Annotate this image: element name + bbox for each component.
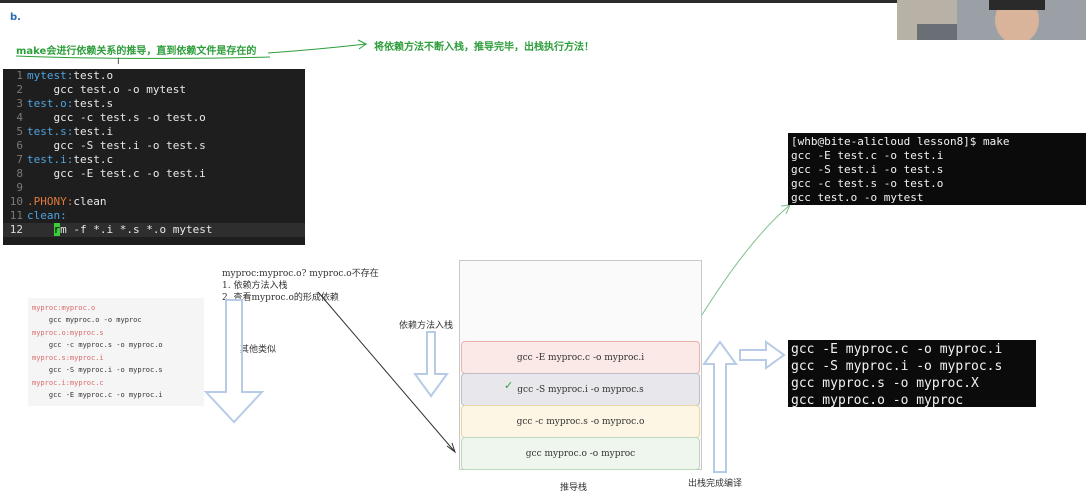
code-line[interactable]: 9 xyxy=(3,181,305,195)
webcam-overlay xyxy=(897,0,1086,40)
terminal-line: gcc myproc.o -o myproc xyxy=(791,393,964,408)
derivation-stack: gcc -E myproc.c -o myproc.i gcc -S mypro… xyxy=(459,260,702,470)
annotation-headline-right: 将依赖方法不断入栈，推导完毕，出栈执行方法！ xyxy=(374,42,594,53)
line-number: 8 xyxy=(16,167,23,180)
code-token: test.i xyxy=(73,125,114,138)
code-line[interactable]: 2 gcc test.o -o mytest xyxy=(3,83,305,97)
line-number: 1 xyxy=(16,69,23,82)
annotation-headline-left: make会进行依赖关系的推导，直到依赖文件是存在的 xyxy=(16,46,257,57)
line-number: 3 xyxy=(16,97,23,110)
terminal-line: [whb@bite-alicloud lesson8]$ make xyxy=(791,135,1010,148)
stack-slot: gcc -c myproc.s -o myproc.o xyxy=(461,405,700,438)
terminal-line: gcc -c test.s -o test.o xyxy=(791,177,944,190)
code-line[interactable]: 4 gcc -c test.s -o test.o xyxy=(3,111,305,125)
stack-slot: gcc -E myproc.c -o myproc.i xyxy=(461,341,700,374)
stack-slot: gcc -S myproc.i -o myproc.s xyxy=(461,373,700,406)
code-token: r xyxy=(53,223,61,236)
terminal-line: gcc myproc.s -o myproc.X xyxy=(791,376,979,391)
sketch-line: gcc -E myproc.c -o myproc.i xyxy=(32,391,163,399)
code-token: gcc -E test.c -o test.i xyxy=(27,167,206,180)
note-missing-file: myproc:myproc.o? myproc.o不存在 xyxy=(222,269,379,279)
terminal-make-output: [whb@bite-alicloud lesson8]$ make gcc -E… xyxy=(788,133,1086,205)
line-number: 2 xyxy=(16,83,23,96)
up-arrow-icon xyxy=(702,340,738,473)
check-icon: ✓ xyxy=(504,379,514,392)
code-line[interactable]: 6 gcc -S test.i -o test.s xyxy=(3,139,305,153)
sketch-line: myproc.o:myproc.s xyxy=(32,329,104,337)
line-number: 9 xyxy=(16,181,23,194)
code-token: m -f *.i *.s *.o mytest xyxy=(60,223,213,236)
code-token xyxy=(27,223,54,236)
code-token: clean: xyxy=(27,209,67,222)
code-token: gcc test.o -o mytest xyxy=(27,83,186,96)
sketch-line: myproc.s:myproc.i xyxy=(32,354,104,362)
terminal-line: gcc test.o -o mytest xyxy=(791,191,924,204)
terminal-line: gcc -S myproc.i -o myproc.s xyxy=(791,359,1003,374)
sketch-line: myproc:myproc.o xyxy=(32,304,96,312)
line-number: 12 xyxy=(9,223,23,236)
code-token: test.o xyxy=(73,69,114,82)
note-other-similar: 其他类似 xyxy=(240,345,277,355)
code-line[interactable]: 3 test.o:test.s xyxy=(3,97,305,111)
code-token: test.i: xyxy=(27,153,74,166)
terminal-line: gcc -S test.i -o test.s xyxy=(791,163,944,176)
line-number: 4 xyxy=(16,111,23,124)
stack-label: 推导栈 xyxy=(560,483,588,493)
note-step-2: 2. 查看myproc.o的形成依赖 xyxy=(222,293,339,303)
sketch-line: gcc -c myproc.s -o myproc.o xyxy=(32,341,163,349)
code-line[interactable]: 1 mytest:test.o xyxy=(3,69,305,83)
terminal-line: gcc -E myproc.c -o myproc.i xyxy=(791,342,1003,357)
text-cursor-glyph: I xyxy=(117,57,120,67)
code-token: gcc -c test.s -o test.o xyxy=(27,111,206,124)
code-line[interactable]: 11 clean: xyxy=(3,209,305,223)
line-number: 7 xyxy=(16,153,23,166)
sketch-line: gcc -S myproc.i -o myproc.s xyxy=(32,366,163,374)
code-line[interactable]: 5 test.s:test.i xyxy=(3,125,305,139)
line-number: 10 xyxy=(9,195,23,208)
code-token: test.s xyxy=(73,97,114,110)
stack-slot: gcc myproc.o -o myproc xyxy=(461,437,700,470)
code-token: .PHONY: xyxy=(27,195,74,208)
right-arrow-icon xyxy=(739,340,786,370)
code-line[interactable]: 10 .PHONY:clean xyxy=(3,195,305,209)
sketch-line: gcc myproc.o -o myproc xyxy=(32,316,142,324)
code-line[interactable]: 12 rm -f *.i *.s *.o mytest xyxy=(3,223,305,237)
code-line[interactable]: 7 test.i:test.c xyxy=(3,153,305,167)
sketch-makefile-panel: myproc:myproc.o gcc myproc.o -o myproc m… xyxy=(28,298,204,406)
line-number: 11 xyxy=(9,209,23,222)
code-token: test.s: xyxy=(27,125,74,138)
down-arrow-icon xyxy=(413,331,449,398)
sketch-line: myproc.i:myproc.c xyxy=(32,379,104,387)
code-token: mytest: xyxy=(27,69,74,82)
code-line[interactable]: 8 gcc -E test.c -o test.i xyxy=(3,167,305,181)
code-token: clean xyxy=(73,195,107,208)
pop-compile-label: 出栈完成编译 xyxy=(688,479,743,489)
down-arrow-icon xyxy=(203,299,265,424)
webcam-person-image xyxy=(897,0,1086,40)
window-top-bar xyxy=(0,0,1086,3)
terminal-myproc-commands: gcc -E myproc.c -o myproc.i gcc -S mypro… xyxy=(788,340,1036,408)
code-token: gcc -S test.i -o test.s xyxy=(27,139,206,152)
code-token: test.c xyxy=(73,153,114,166)
terminal-line: gcc -E test.c -o test.i xyxy=(791,149,944,162)
note-step-1: 1. 依赖方法入栈 xyxy=(222,281,288,291)
line-number: 6 xyxy=(16,139,23,152)
note-push-methods: 依赖方法入栈 xyxy=(399,321,454,331)
line-number: 5 xyxy=(16,125,23,138)
code-token: test.o: xyxy=(27,97,74,110)
section-label: b. xyxy=(10,12,21,23)
